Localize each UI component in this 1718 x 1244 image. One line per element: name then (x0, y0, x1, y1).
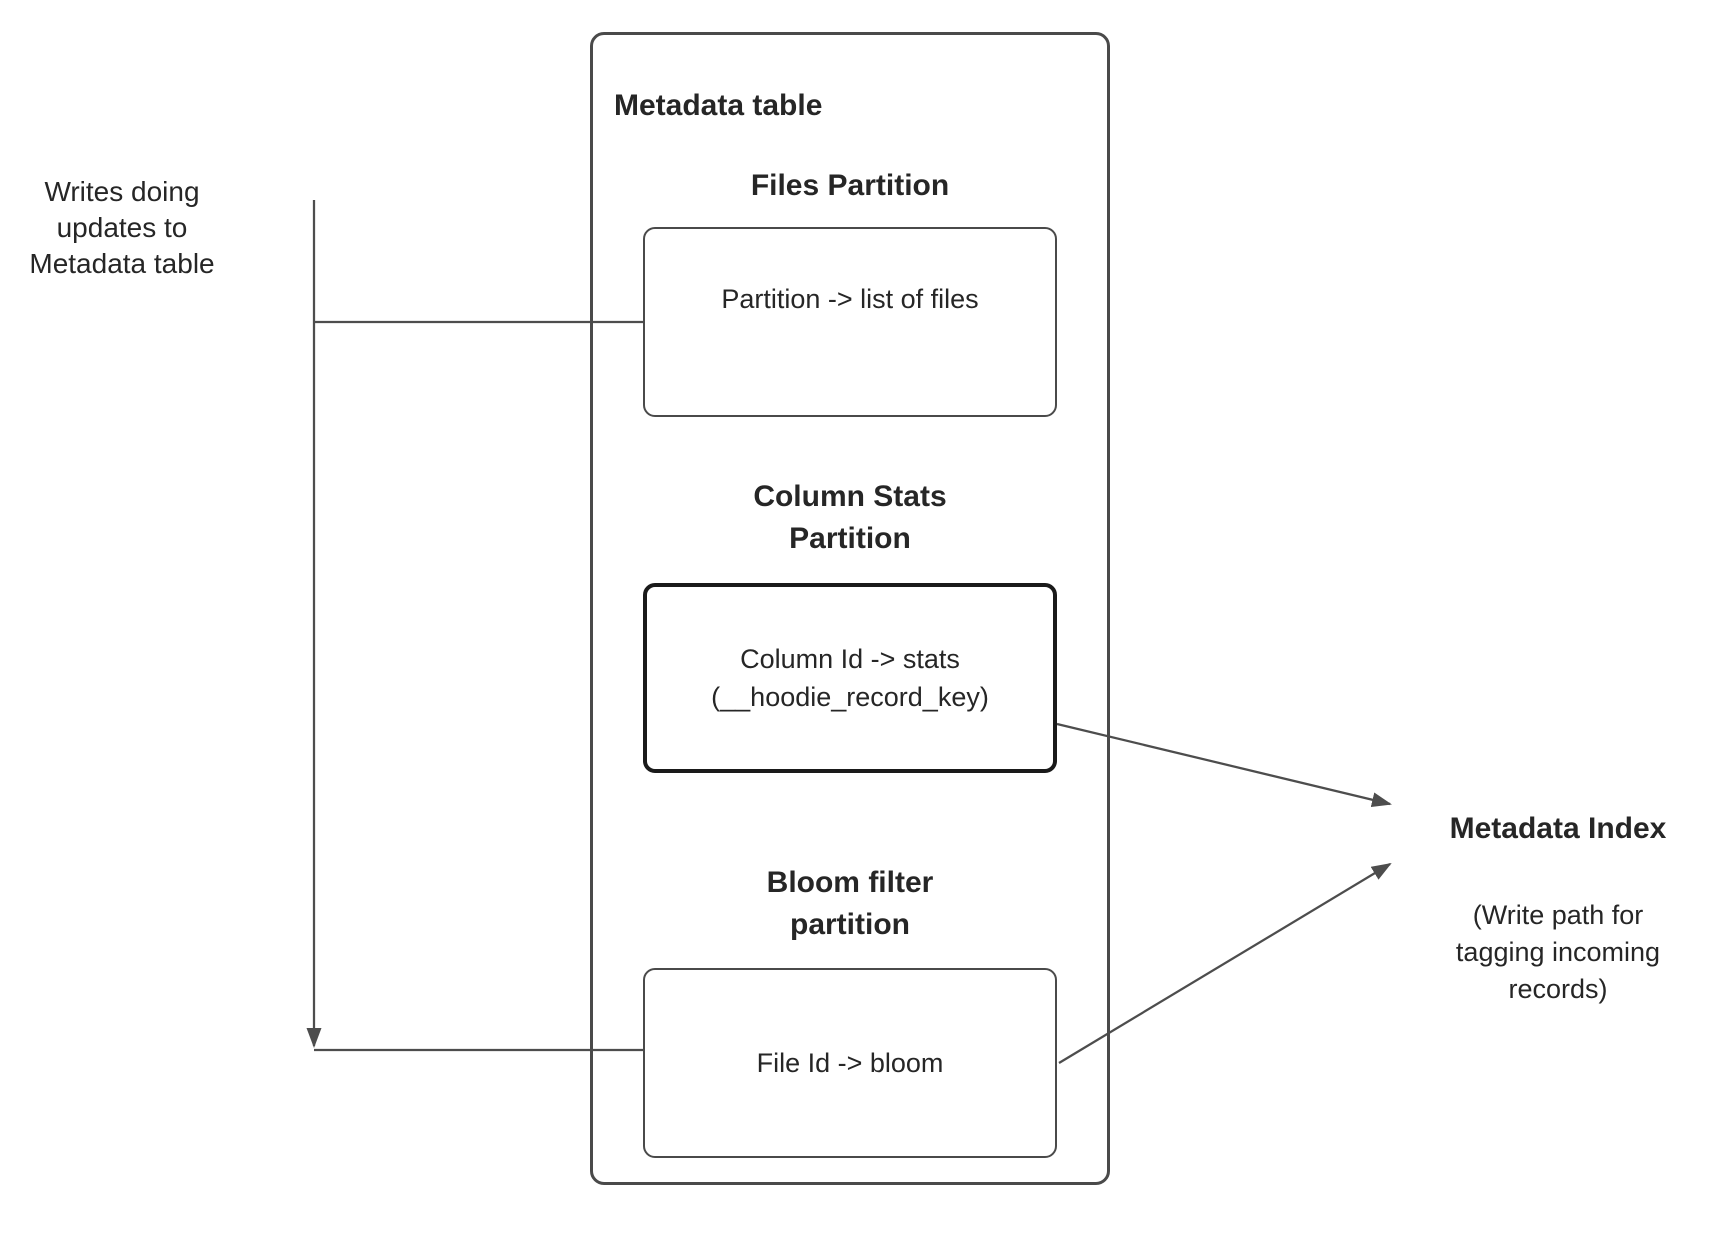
bloom-filter-partition-heading: Bloom filter partition (766, 866, 934, 941)
files-partition-box-text: Partition -> list of files (721, 284, 979, 314)
files-partition-box: Partition -> list of files (643, 227, 1057, 417)
bloom-filter-partition-box-text: File Id -> bloom (756, 1048, 944, 1078)
column-stats-partition-box-text: Column Id -> stats (__hoodie_record_key) (711, 644, 989, 712)
column-stats-partition-heading: Column Stats Partition (753, 480, 947, 555)
bloom-filter-partition-box: File Id -> bloom (643, 968, 1057, 1158)
metadata-index-subtitle: (Write path for tagging incoming records… (1455, 900, 1661, 1004)
metadata-table-box (590, 32, 1110, 1185)
metadata-table-title: Metadata table (614, 89, 823, 122)
writes-note: Writes doing updates to Metadata table (29, 176, 215, 279)
files-partition-heading: Files Partition (750, 169, 950, 202)
metadata-index-title: Metadata Index (1449, 812, 1667, 845)
column-stats-partition-box: Column Id -> stats (__hoodie_record_key) (643, 583, 1057, 773)
